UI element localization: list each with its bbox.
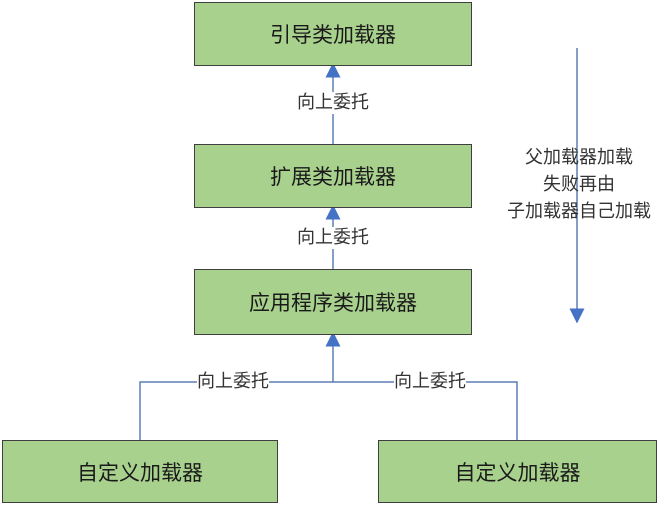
side-note-line-3: 子加载器自己加载 [507,201,651,222]
node-custom-left-label: 自定义加载器 [77,460,203,485]
node-custom-loader-left: 自定义加载器 [2,440,278,503]
edge-label-right-to-app: 向上委托 [394,371,466,393]
node-custom-loader-right: 自定义加载器 [378,440,657,503]
side-note-line-2: 失败再由 [543,174,615,195]
edge-label-app-to-ext: 向上委托 [297,227,369,249]
edge-label-left-to-app: 向上委托 [197,371,269,393]
node-bootstrap-label: 引导类加载器 [270,23,396,47]
edge-label-ext-to-boot: 向上委托 [297,92,369,114]
side-note-line-1: 父加载器加载 [525,147,633,168]
node-application-label: 应用程序类加载器 [249,291,417,315]
node-application-loader: 应用程序类加载器 [194,269,472,335]
node-bootstrap-loader: 引导类加载器 [194,2,472,66]
node-extension-loader: 扩展类加载器 [194,144,472,208]
node-custom-right-label: 自定义加载器 [454,460,581,485]
node-extension-label: 扩展类加载器 [270,165,396,189]
side-note: 父加载器加载 失败再由 子加载器自己加载 [494,144,664,225]
